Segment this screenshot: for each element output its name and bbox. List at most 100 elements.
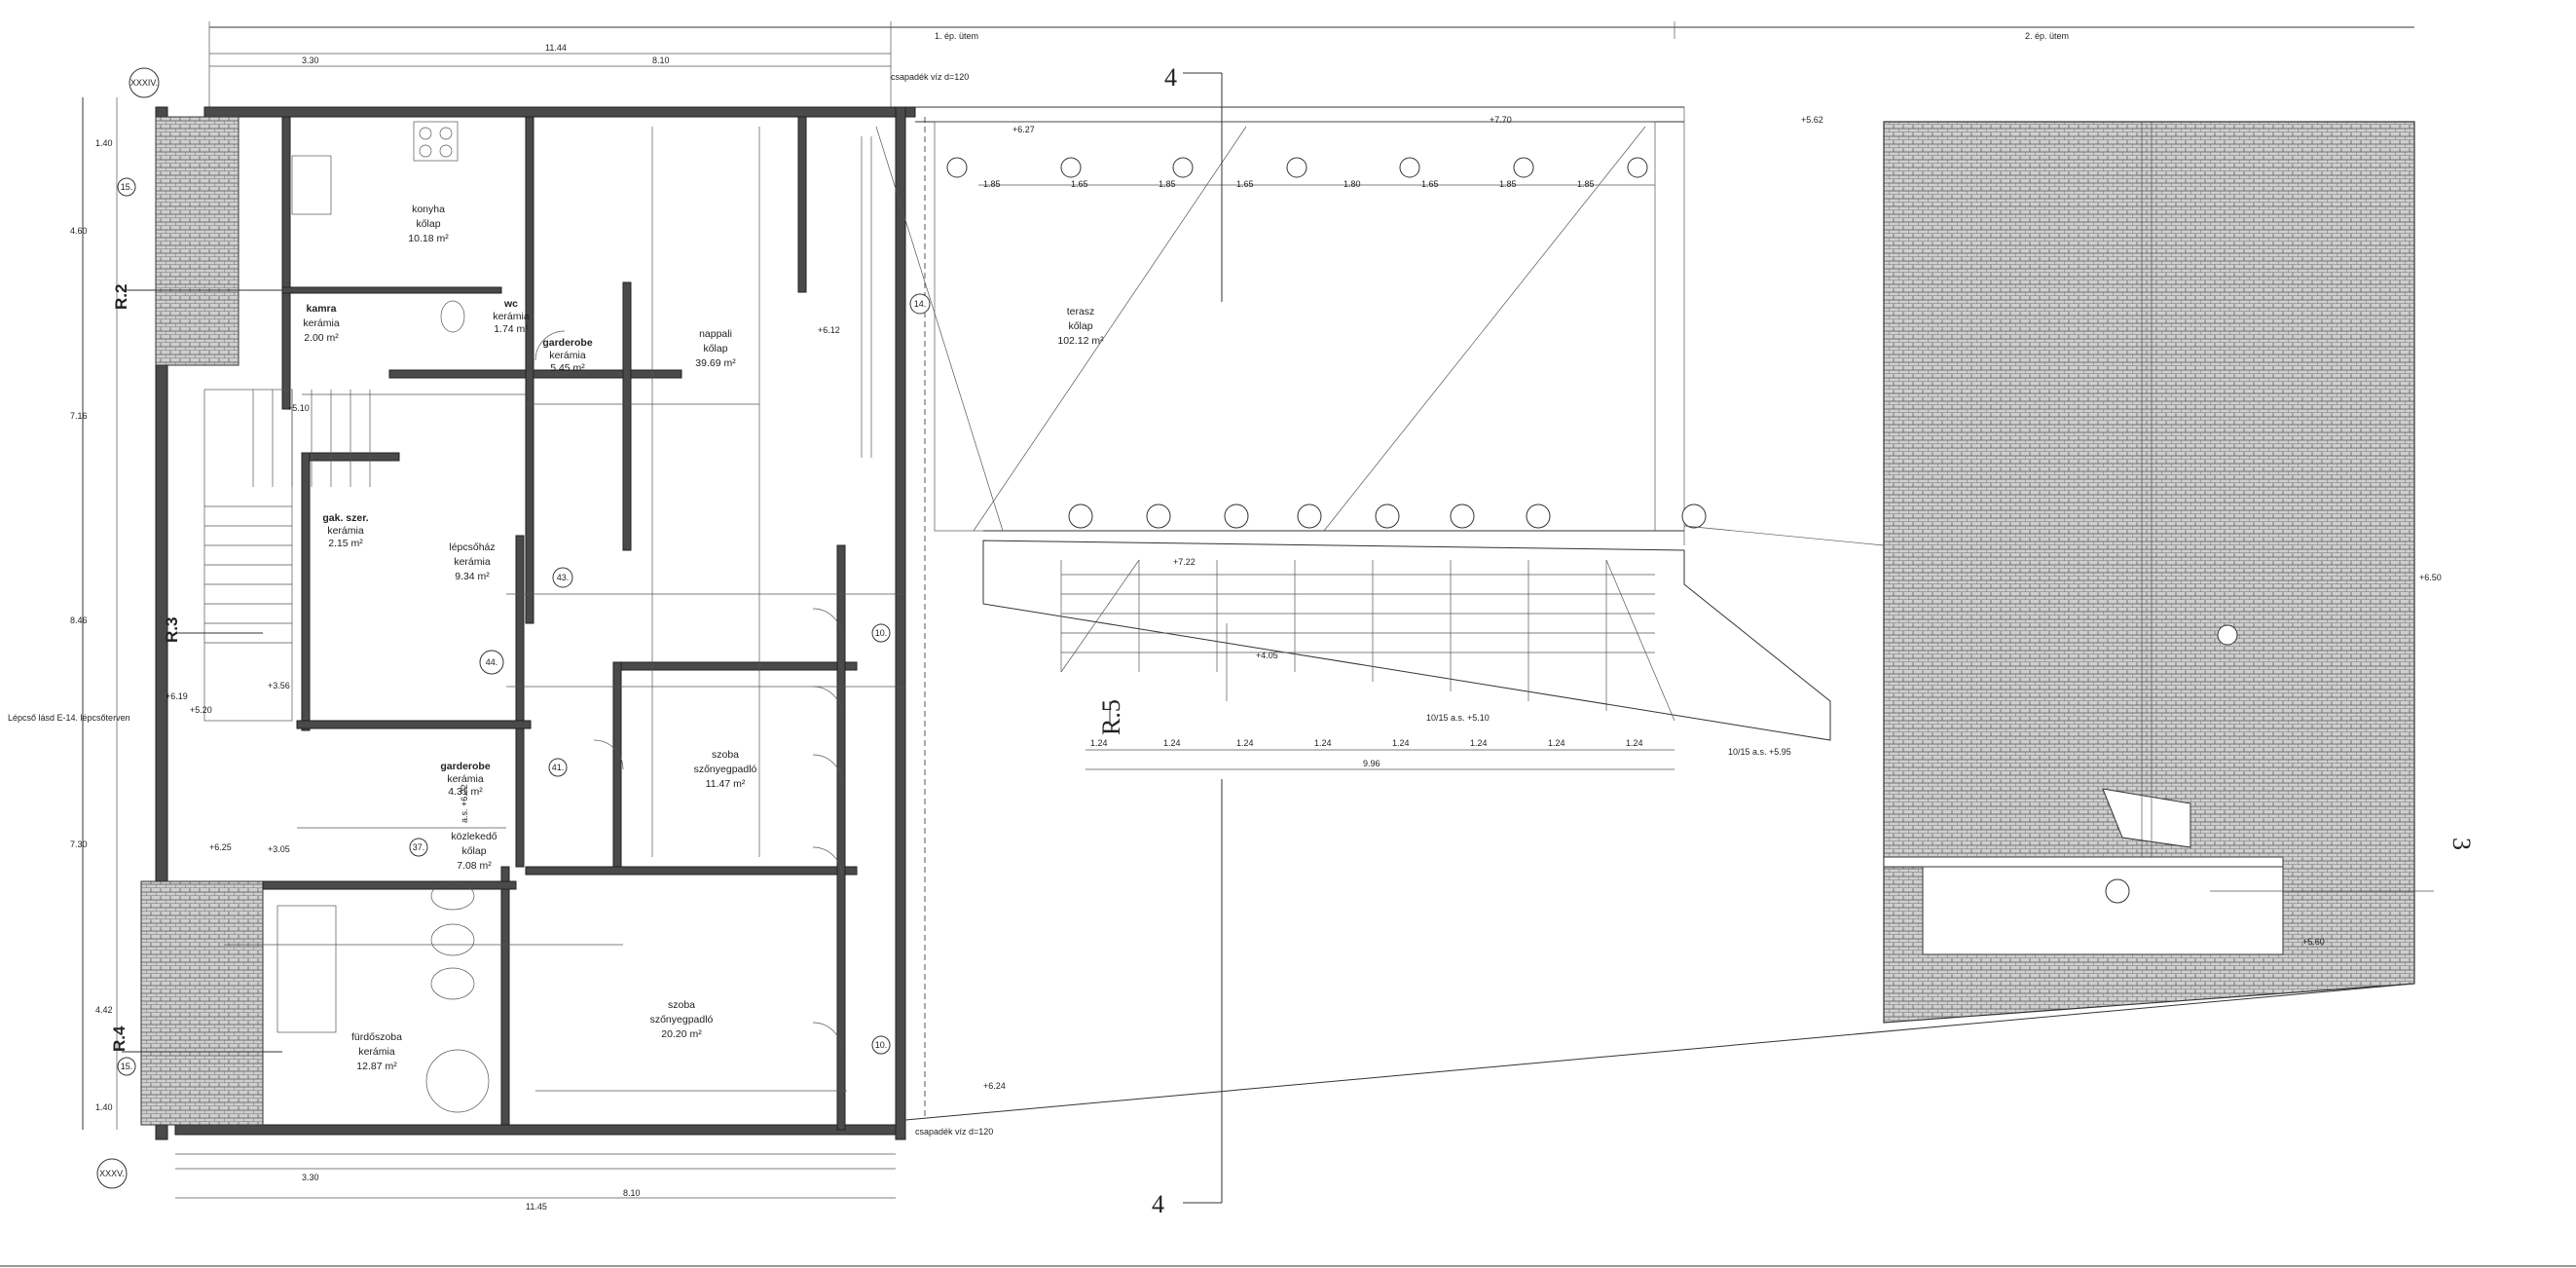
stair-dim-4: 1.24 — [1392, 738, 1410, 748]
svg-text:44.: 44. — [486, 657, 498, 667]
svg-text:20.20 m²: 20.20 m² — [661, 1028, 702, 1040]
dim-left-3: 8.46 — [70, 615, 88, 625]
rainwater-note-bottom: csapadék víz d=120 — [915, 1127, 993, 1137]
room-garderobe-upper: garderobe kerámia 5.45 m² — [542, 337, 593, 374]
dim-left-0: 1.40 — [95, 138, 113, 148]
svg-text:kerámia: kerámia — [327, 525, 364, 537]
site-boundary — [0, 525, 2576, 1267]
room-garderobe-lower: garderobe kerámia 4.31 m² — [440, 761, 491, 798]
cut-mark-4-top: 4 — [1164, 63, 1177, 92]
terrace-dim-0: 1.85 — [983, 179, 1001, 189]
left-dimension-chain: 1.40 4.60 7.16 8.46 7.30 4.42 1.40 Lépcs… — [8, 97, 130, 1130]
dim-left-5: 4.42 — [95, 1005, 113, 1015]
svg-text:kőlap: kőlap — [416, 218, 440, 230]
stair-note-2: 10/15 a.s. +5.10 — [1426, 713, 1490, 723]
svg-text:+6.24: +6.24 — [983, 1081, 1006, 1091]
svg-text:39.69 m²: 39.69 m² — [695, 357, 736, 369]
svg-text:+5.62: +5.62 — [1801, 115, 1823, 125]
section-mark-r4: R.4 — [110, 1026, 129, 1052]
room-furdoszoba: fürdőszoba kerámia 12.87 m² — [351, 1031, 402, 1072]
dim-left-2: 7.16 — [70, 411, 88, 421]
dim-left-1: 4.60 — [70, 226, 88, 236]
svg-text:7.08 m²: 7.08 m² — [457, 860, 492, 872]
stair-dim-3: 1.24 — [1314, 738, 1332, 748]
exterior-stair: 1.24 1.24 1.24 1.24 1.24 1.24 1.24 1.24 … — [982, 540, 1831, 770]
svg-text:+5.20: +5.20 — [190, 705, 212, 715]
svg-text:szoba: szoba — [712, 749, 739, 761]
section-markers: R.2 R.3 R.4 — [110, 284, 282, 1053]
terrace-dim-4: 1.80 — [1343, 179, 1361, 189]
room-szoba-2: szoba szőnyegpadló 20.20 m² — [650, 999, 714, 1040]
svg-text:+6.27: +6.27 — [1012, 125, 1035, 134]
svg-text:+6.25: +6.25 — [209, 842, 232, 852]
svg-text:terasz: terasz — [1067, 306, 1095, 317]
wc-bowl — [440, 300, 465, 333]
building-phase-1 — [140, 106, 926, 1140]
rainwater-note-top: csapadék víz d=120 — [891, 72, 969, 82]
dim-bottom-total: 11.45 — [526, 1202, 547, 1212]
terrace-columns-top — [946, 157, 1648, 178]
svg-text:+6.50: +6.50 — [2419, 573, 2442, 582]
svg-text:2.15 m²: 2.15 m² — [328, 538, 363, 549]
terrace-dim-5: 1.65 — [1421, 179, 1439, 189]
room-wc: wc kerámia 1.74 m² — [493, 298, 530, 335]
terrace-columns-bottom — [1068, 503, 1707, 529]
terrace-dim-7: 1.85 — [1577, 179, 1595, 189]
internal-dimensions: 3.30 8.10 11.45 csapadék víz d=120 — [175, 127, 993, 1212]
svg-text:kamra: kamra — [307, 303, 337, 315]
stair-dim-total: 9.96 — [1363, 759, 1380, 768]
svg-text:gak. szer.: gak. szer. — [322, 512, 368, 524]
svg-text:+5.10: +5.10 — [287, 403, 310, 413]
kitchen-sink — [291, 155, 332, 215]
svg-text:14.: 14. — [914, 299, 927, 309]
svg-text:11.47 m²: 11.47 m² — [706, 778, 746, 790]
svg-text:szoba: szoba — [668, 999, 695, 1011]
dim-top-b: 8.10 — [652, 56, 670, 65]
svg-text:1.74 m²: 1.74 m² — [494, 323, 529, 335]
svg-text:a.s. +6.22: a.s. +6.22 — [460, 784, 469, 823]
stair-dim-5: 1.24 — [1470, 738, 1488, 748]
svg-text:+5.60: +5.60 — [2302, 937, 2325, 947]
room-konyha: konyha kőlap 10.18 m² — [408, 204, 449, 244]
bathtub — [276, 905, 337, 1033]
svg-text:10.: 10. — [875, 1040, 888, 1050]
svg-text:közlekedő: közlekedő — [451, 831, 497, 842]
svg-text:+4.05: +4.05 — [1256, 651, 1278, 660]
stair-dim-6: 1.24 — [1548, 738, 1565, 748]
dim-top-a: 3.30 — [302, 56, 319, 65]
dim-left-6: 1.40 — [95, 1102, 113, 1112]
stair-dim-0: 1.24 — [1090, 738, 1108, 748]
svg-text:+7.70: +7.70 — [1490, 115, 1512, 125]
svg-text:9.34 m²: 9.34 m² — [455, 571, 490, 582]
section-mark-r5: R.5 — [1097, 699, 1125, 735]
section-label-left: 1. ép. ütem — [935, 31, 978, 41]
svg-text:szőnyegpadló: szőnyegpadló — [650, 1014, 714, 1026]
room-terasz: terasz kőlap 102.12 m² — [1057, 306, 1104, 347]
room-labels: konyha kőlap 10.18 m² kamra kerámia 2.00… — [303, 204, 1104, 1072]
stair-dim-2: 1.24 — [1236, 738, 1254, 748]
room-kamra: kamra kerámia 2.00 m² — [303, 303, 340, 344]
svg-text:10.: 10. — [875, 628, 888, 638]
svg-text:43.: 43. — [557, 573, 570, 582]
stair-dim-1: 1.24 — [1163, 738, 1181, 748]
svg-text:szőnyegpadló: szőnyegpadló — [694, 764, 757, 775]
cut-mark-3: 3 — [2447, 838, 2476, 850]
svg-text:kerámia: kerámia — [493, 311, 530, 322]
level-markers: +6.27 +7.70 +5.62 +6.12 +7.22 +5.10 +3.5… — [166, 115, 2442, 1091]
stove — [413, 121, 459, 162]
room-lepcsohaz: lépcsőház kerámia 9.34 m² — [449, 541, 495, 582]
building-phase-2-roof: 3 — [1883, 121, 2476, 1024]
room-szoba-1: szoba szőnyegpadló 11.47 m² — [694, 749, 757, 790]
svg-text:garderobe: garderobe — [440, 761, 491, 772]
svg-text:fürdőszoba: fürdőszoba — [351, 1031, 402, 1043]
room-gepeszeti-szerelvenyek: gak. szer. kerámia 2.15 m² — [322, 512, 368, 549]
svg-text:15.: 15. — [121, 182, 133, 192]
terrace-dim-6: 1.85 — [1499, 179, 1517, 189]
svg-text:15.: 15. — [121, 1062, 133, 1071]
svg-text:kőlap: kőlap — [1068, 320, 1092, 332]
svg-text:102.12 m²: 102.12 m² — [1057, 335, 1104, 347]
stair-treads-left — [204, 390, 371, 644]
svg-text:41.: 41. — [552, 763, 565, 772]
svg-text:kerámia: kerámia — [303, 317, 340, 329]
svg-text:+3.05: +3.05 — [268, 844, 290, 854]
